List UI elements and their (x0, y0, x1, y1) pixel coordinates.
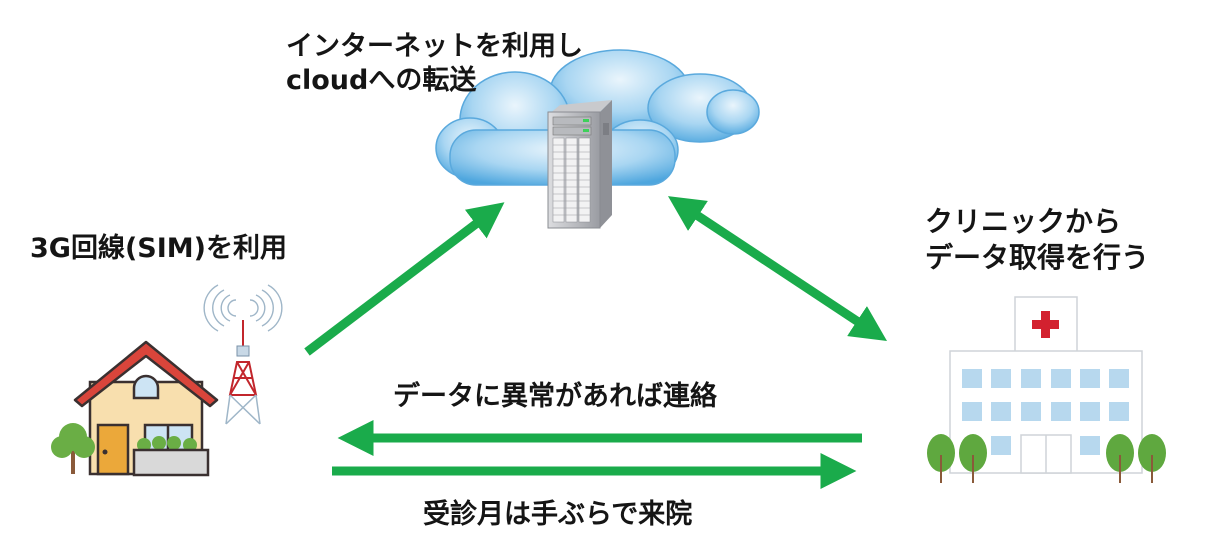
clinic-label-line2: データ取得を行う (925, 241, 1150, 274)
network-label: 3G回線(SIM)を利用 (30, 233, 287, 264)
cloud-label-line2: cloudへの転送 (286, 65, 477, 96)
cloud-server-icon (435, 49, 760, 229)
cell-tower-icon (203, 284, 283, 425)
cloud-label-line1: インターネットを利用し (286, 31, 583, 62)
tree-icon (51, 423, 95, 474)
arrow-home-to-cloud (304, 202, 505, 356)
clinic-label-line1: クリニックから (925, 205, 1122, 238)
visit-label: 受診月は手ぶらで来院 (423, 499, 693, 530)
red-cross-icon (1032, 311, 1059, 338)
server-tower-icon (547, 100, 612, 229)
hospital-icon (927, 296, 1166, 483)
arrow-cloud-clinic-bidirectional (667, 196, 888, 341)
cloud-transfer-label: インターネットを利用し cloudへの転送 (286, 30, 583, 98)
house-icon (51, 340, 219, 477)
trees-icon (927, 434, 1166, 483)
clinic-label: クリニックから データ取得を行う (925, 204, 1149, 276)
abnormal-contact-label: データに異常があれば連絡 (393, 381, 717, 412)
